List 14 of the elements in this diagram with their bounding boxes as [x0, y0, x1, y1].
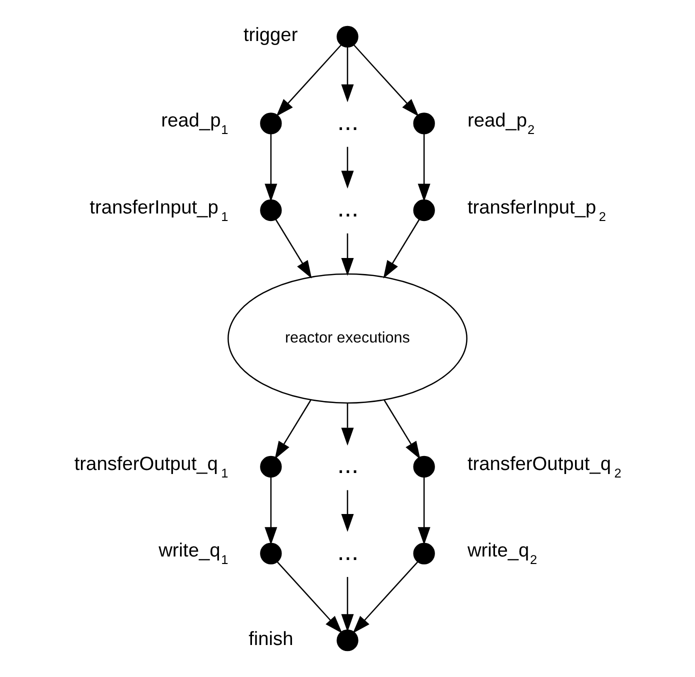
node-text: ... — [337, 108, 359, 136]
node-label: transferInput_p$_{2}$ — [467, 197, 606, 224]
node-label: transferOutput_q$_{1}$ — [74, 454, 228, 480]
node-label: transferInput_p$_{1}$ — [90, 197, 228, 224]
node-label: write_q$_{1}$ — [158, 540, 228, 568]
node-text: ... — [337, 538, 359, 566]
node-label: transferOutput_q$_{2}$ — [467, 454, 622, 480]
node-label: finish — [248, 628, 294, 650]
node-label: write_q$_{2}$ — [467, 540, 538, 568]
node-label: read_p$_{1}$ — [161, 110, 228, 138]
node-label: read_p$_{2}$ — [467, 110, 535, 138]
node-label: trigger — [243, 25, 298, 46]
node-text: ... — [337, 194, 359, 223]
node-text: ... — [337, 451, 359, 480]
